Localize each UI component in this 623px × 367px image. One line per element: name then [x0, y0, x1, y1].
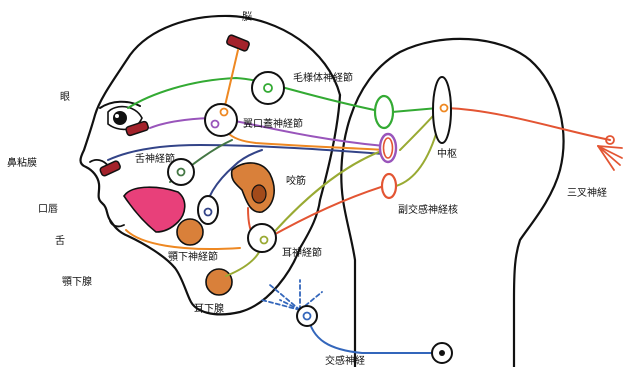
- label-trigeminal-nerve: 三叉神経: [567, 186, 607, 199]
- masseter-muscle: [232, 163, 275, 212]
- blue-sympathetic-pathway: [308, 316, 440, 353]
- parasympathetic-nucleus-shape: [382, 174, 396, 198]
- sympathetic-fibres: [262, 280, 322, 310]
- label-center: 中枢: [437, 147, 457, 160]
- olive-center-pathway: [396, 120, 440, 186]
- label-pterygopalatine-ganglion: 翼口蓋神経節: [243, 117, 303, 130]
- label-tongue: 舌: [55, 235, 65, 247]
- trigeminal-fan: [598, 136, 622, 170]
- red-trigeminal-pathway: [446, 108, 610, 140]
- label-parasympathetic-nucleus: 副交感神経核: [398, 203, 458, 216]
- green-center-link: [392, 108, 438, 112]
- ciliary-ganglion-node: [252, 72, 284, 104]
- label-eye: 眼: [60, 91, 70, 103]
- label-lingual-ganglion: 舌神経節: [135, 152, 175, 165]
- brain-spinal-outline: [341, 39, 563, 367]
- green-nucleus: [375, 96, 393, 128]
- label-ciliary-ganglion: 毛様体神経節: [293, 71, 353, 84]
- parotid-gland-shape: [206, 269, 232, 295]
- label-nasal-mucosa: 鼻粘膜: [7, 156, 37, 169]
- label-otic-ganglion: 耳神経節: [282, 246, 322, 259]
- label-masseter: 咬筋: [286, 174, 306, 187]
- label-parotid-gland: 耳下腺: [194, 302, 224, 315]
- label-submandibular-ganglion: 顎下神経節: [168, 250, 218, 263]
- submandibular-gland-shape: [177, 219, 203, 245]
- label-sympathetic-nerve: 交感神経: [325, 354, 365, 367]
- submandibular-ganglion-node: [198, 196, 218, 224]
- tongue-shape: [124, 187, 185, 232]
- sympathetic-ganglion-node: [297, 306, 317, 326]
- label-lips: 口唇: [38, 203, 58, 215]
- head-back-outline: [300, 95, 340, 248]
- nasal-vessel: [99, 160, 121, 177]
- sympathetic-terminal-dot: [439, 350, 445, 356]
- label-brain: 脳: [242, 11, 252, 23]
- masseter-inner: [252, 185, 266, 203]
- label-submandibular-gland: 顎下腺: [62, 275, 92, 288]
